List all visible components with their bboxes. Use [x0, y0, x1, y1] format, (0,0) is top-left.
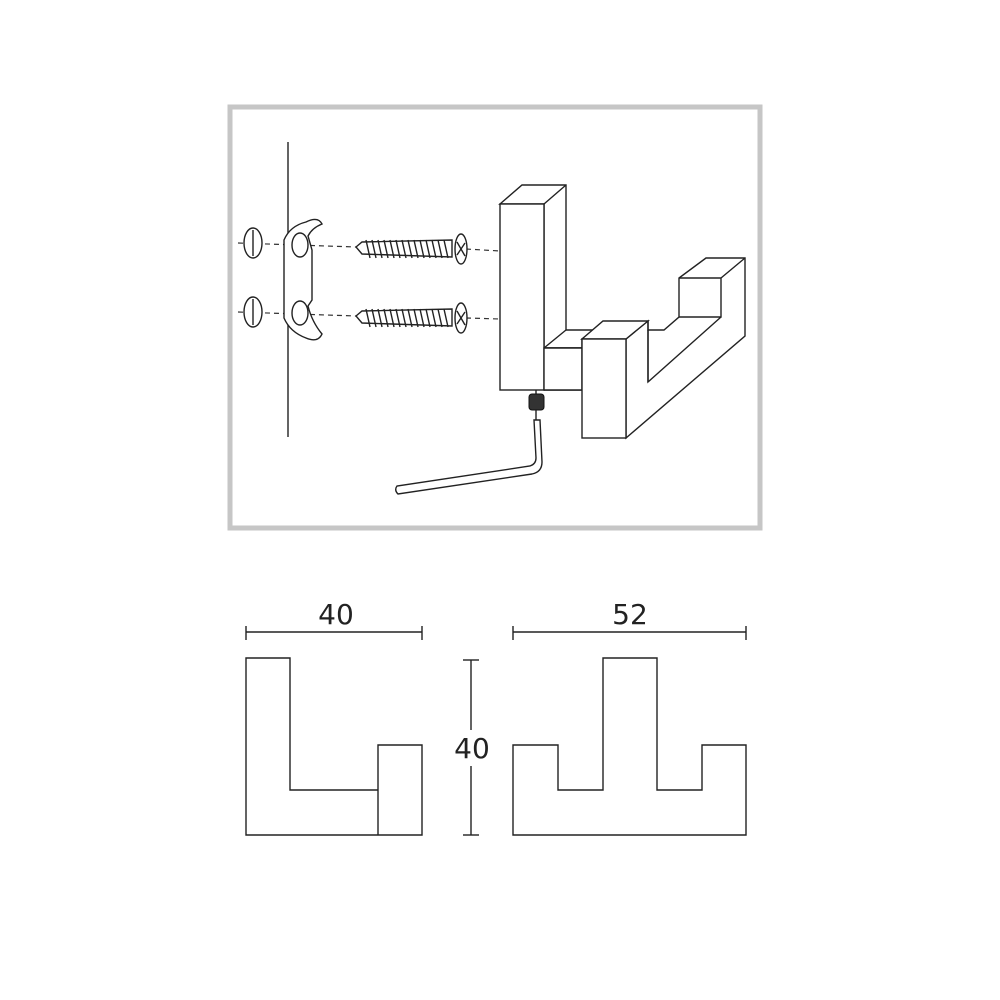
mounting-bracket-icon [283, 218, 323, 341]
set-screw-icon [528, 390, 545, 420]
height-label: 40 [454, 732, 490, 765]
wall-plug-icon [243, 227, 263, 328]
front-profile-drawing [512, 626, 747, 836]
height-dimension [452, 659, 492, 836]
side-width-label: 40 [318, 598, 354, 631]
illustration-frame [227, 104, 763, 531]
screw-icon [355, 233, 468, 265]
allen-key-icon [395, 419, 543, 495]
front-width-label: 52 [612, 598, 648, 631]
screw-icon [355, 302, 468, 334]
exploded-assembly-view [237, 142, 746, 495]
double-hook-3d-icon [498, 184, 746, 440]
side-profile-drawing [245, 626, 423, 836]
